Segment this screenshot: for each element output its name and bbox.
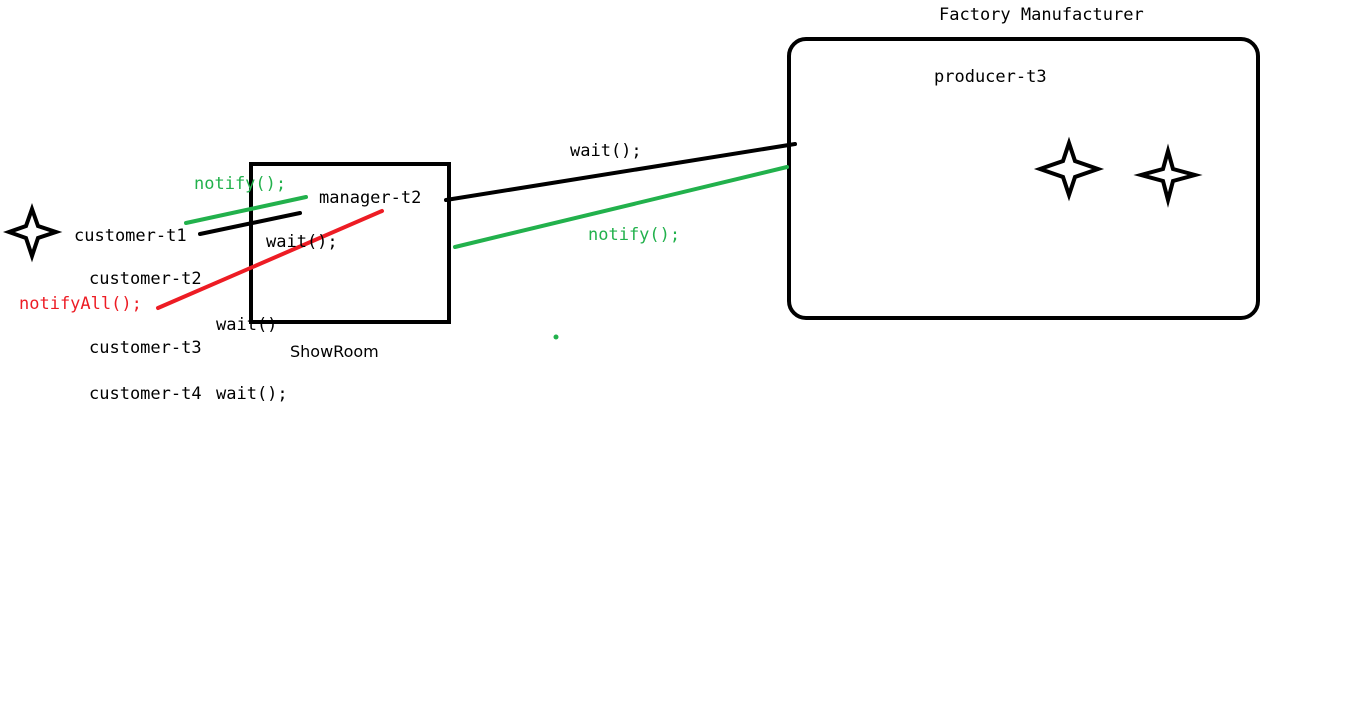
notify-line-manager-to-customer [184,195,308,225]
four-point-star-icon [1133,143,1203,208]
showroom-label: ShowRoom [290,342,379,361]
manager-label: manager-t2 [319,188,422,208]
factory-box [787,37,1260,320]
four-point-star-icon [2,202,63,263]
wait-call-customer-t4: wait(); [216,384,288,404]
notify-line-factory-to-manager [453,165,789,249]
green-dot [553,334,559,340]
wait-call-factory: wait(); [570,141,642,161]
wait-call-showroom: wait(); [266,232,338,252]
wait-line-customer-to-manager [198,211,302,236]
factory-title: Factory Manufacturer [939,5,1144,25]
wait-line-manager-to-factory [444,142,797,202]
notify-call-customer: notify(); [194,174,287,194]
showroom-box [249,162,451,324]
wait-call-customer-t3: wait() [216,315,278,335]
customer-t4-label: customer-t4 [89,384,202,404]
customer-t2-label: customer-t2 [89,269,202,289]
customer-t1-label: customer-t1 [74,226,187,246]
four-point-star-icon [1033,136,1105,202]
notify-call-factory: notify(); [588,225,681,245]
customer-t3-label: customer-t3 [89,338,202,358]
producer-label: producer-t3 [934,67,1047,87]
notify-all-line [156,209,384,310]
notify-all-call: notifyAll(); [19,294,142,314]
